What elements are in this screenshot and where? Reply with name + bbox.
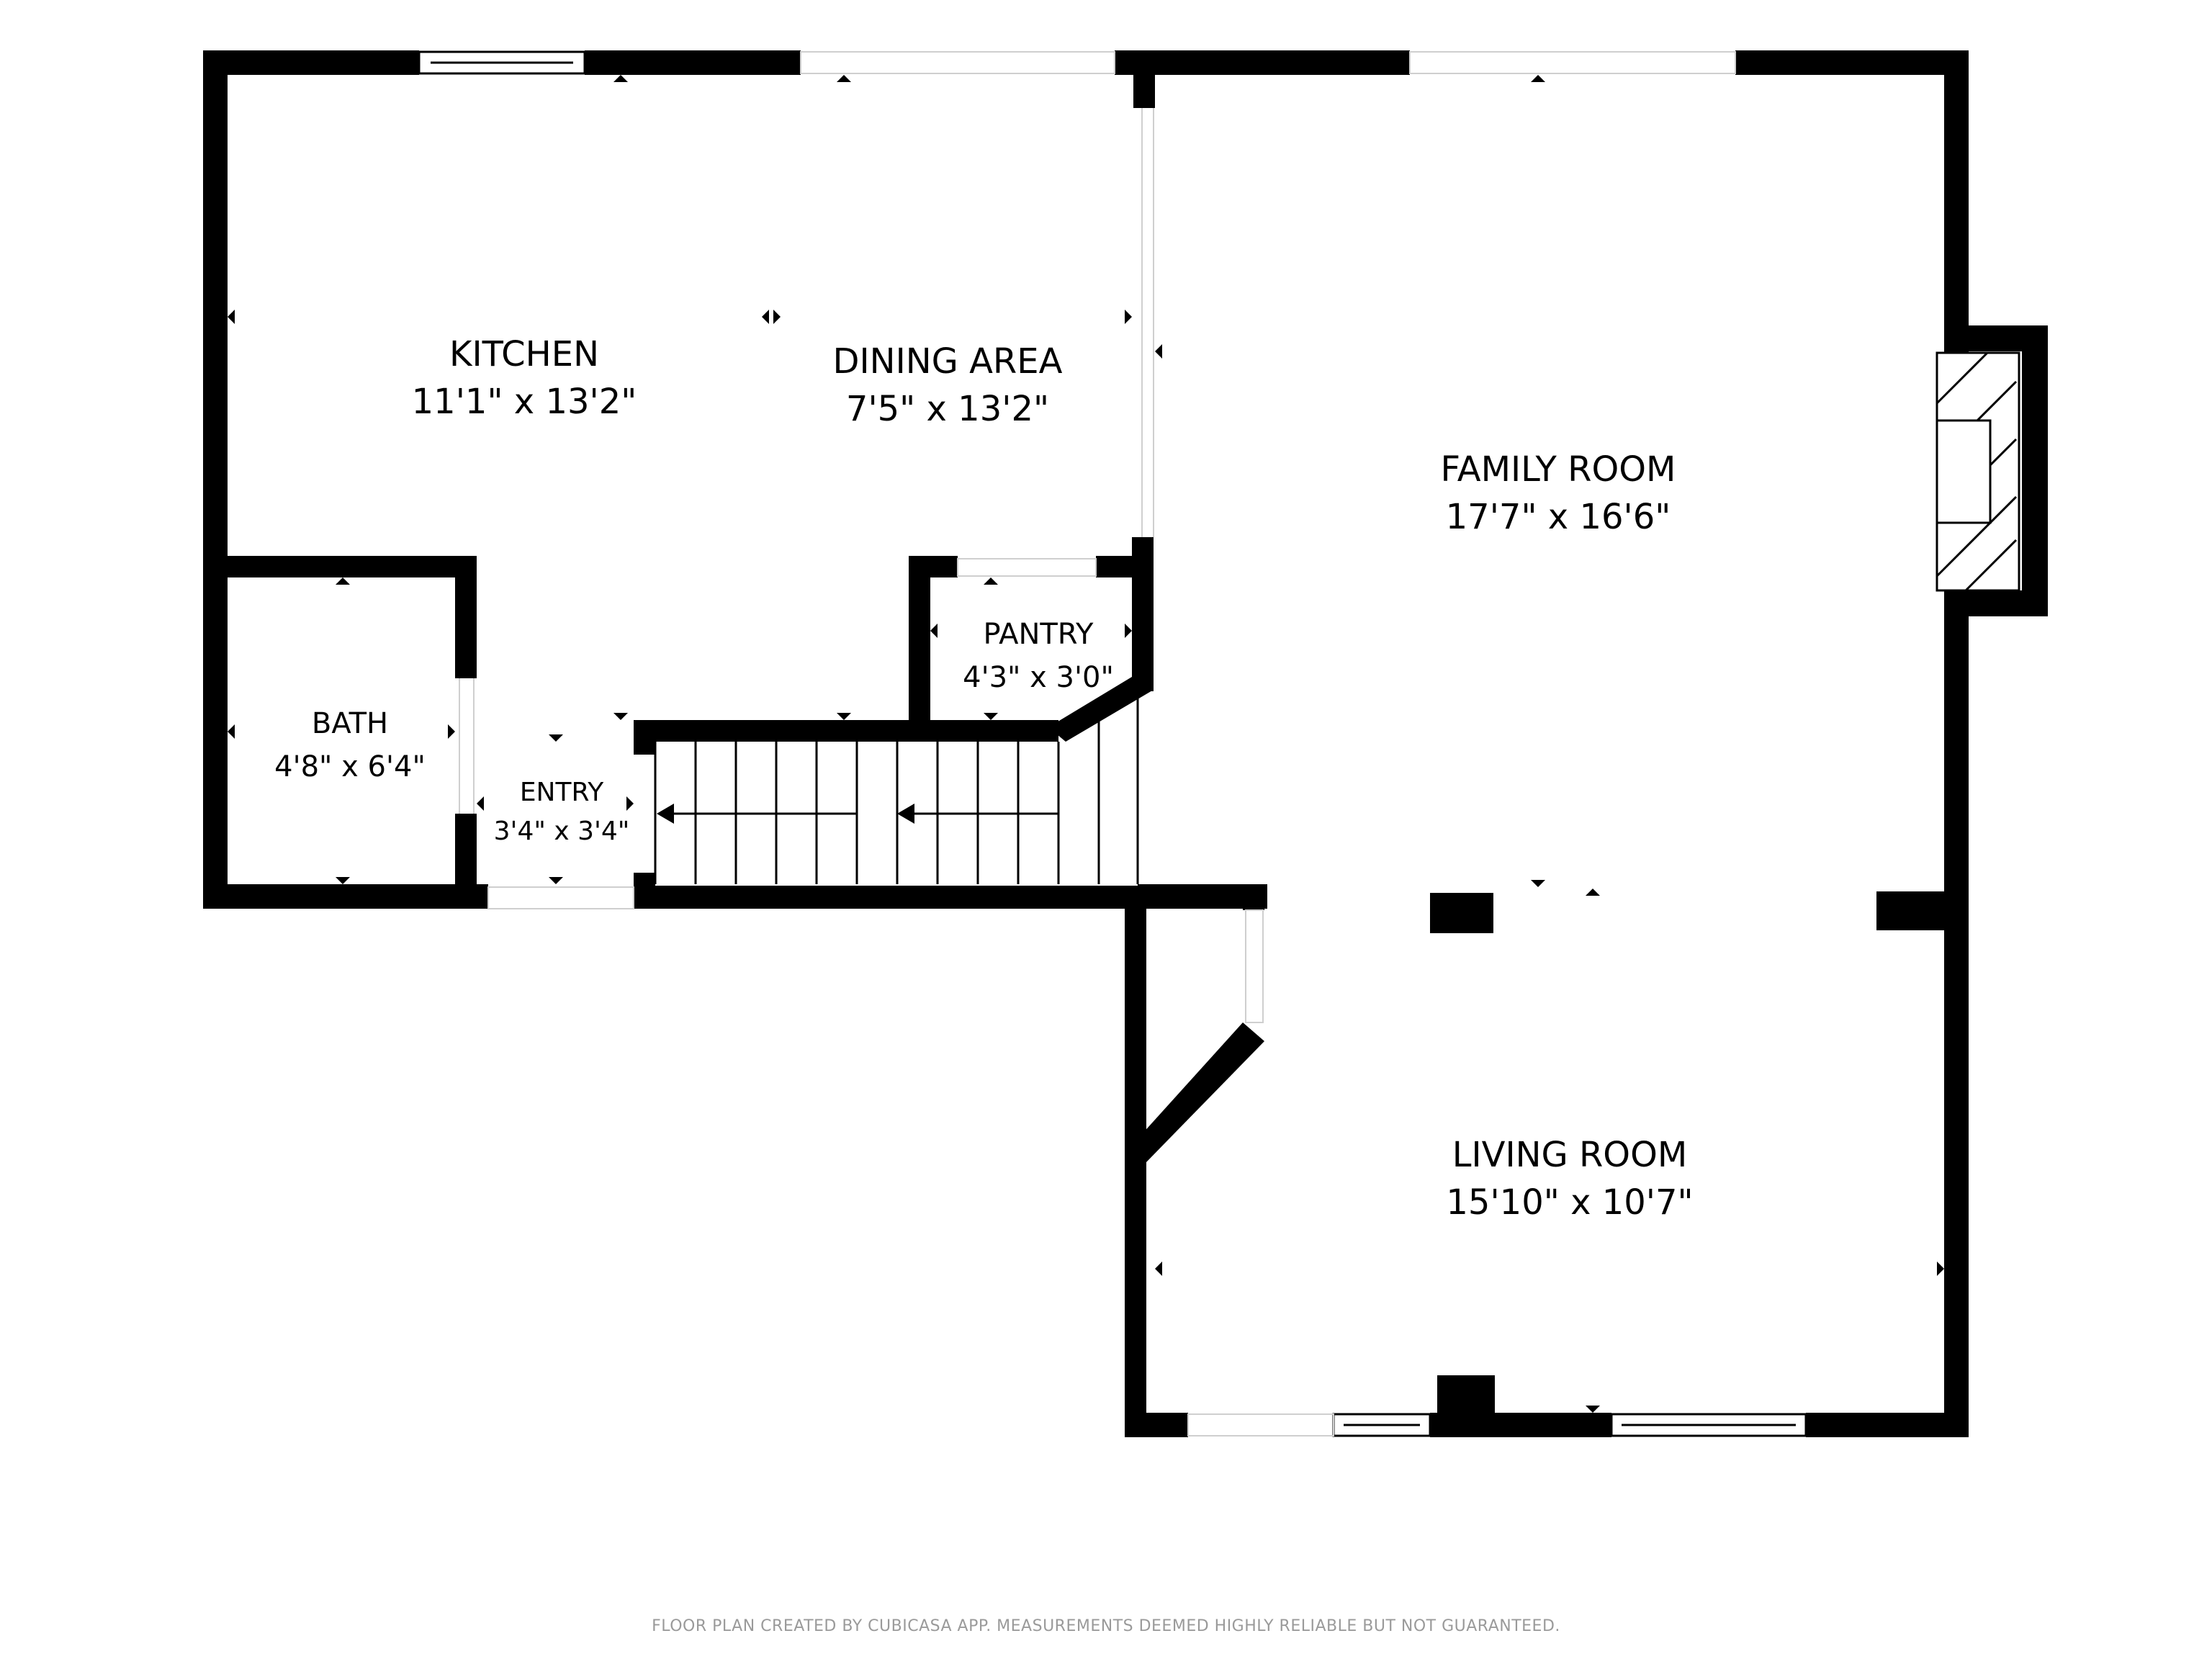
room-name-kitchen: KITCHEN	[449, 334, 599, 374]
dimension-markers	[228, 75, 1944, 1413]
openings	[459, 51, 1736, 1437]
room-dims-dining-area: 7'5" x 13'2"	[846, 389, 1049, 429]
room-name-living-room: LIVING ROOM	[1452, 1135, 1688, 1175]
room-labels: KITCHEN 11'1" x 13'2" DINING AREA 7'5" x…	[274, 334, 1693, 1223]
room-name-entry: ENTRY	[520, 778, 604, 807]
room-dims-entry: 3'4" x 3'4"	[494, 817, 630, 846]
room-name-dining-area: DINING AREA	[833, 341, 1063, 382]
disclaimer-footer: FLOOR PLAN CREATED BY CUBICASA APP. MEAS…	[652, 1617, 1560, 1635]
room-name-family-room: FAMILY ROOM	[1441, 449, 1676, 490]
windows	[418, 50, 1807, 1437]
walls	[203, 50, 2048, 1437]
room-dims-living-room: 15'10" x 10'7"	[1446, 1182, 1693, 1223]
room-name-bath: BATH	[312, 707, 388, 740]
fireplace-symbol	[1936, 351, 2020, 592]
room-dims-pantry: 4'3" x 3'0"	[963, 661, 1114, 694]
staircase	[654, 691, 1139, 886]
room-dims-kitchen: 11'1" x 13'2"	[412, 382, 637, 422]
stair-arrows	[657, 804, 914, 824]
room-dims-bath: 4'8" x 6'4"	[274, 750, 426, 783]
room-dims-family-room: 17'7" x 16'6"	[1446, 497, 1671, 537]
room-name-pantry: PANTRY	[984, 618, 1094, 651]
